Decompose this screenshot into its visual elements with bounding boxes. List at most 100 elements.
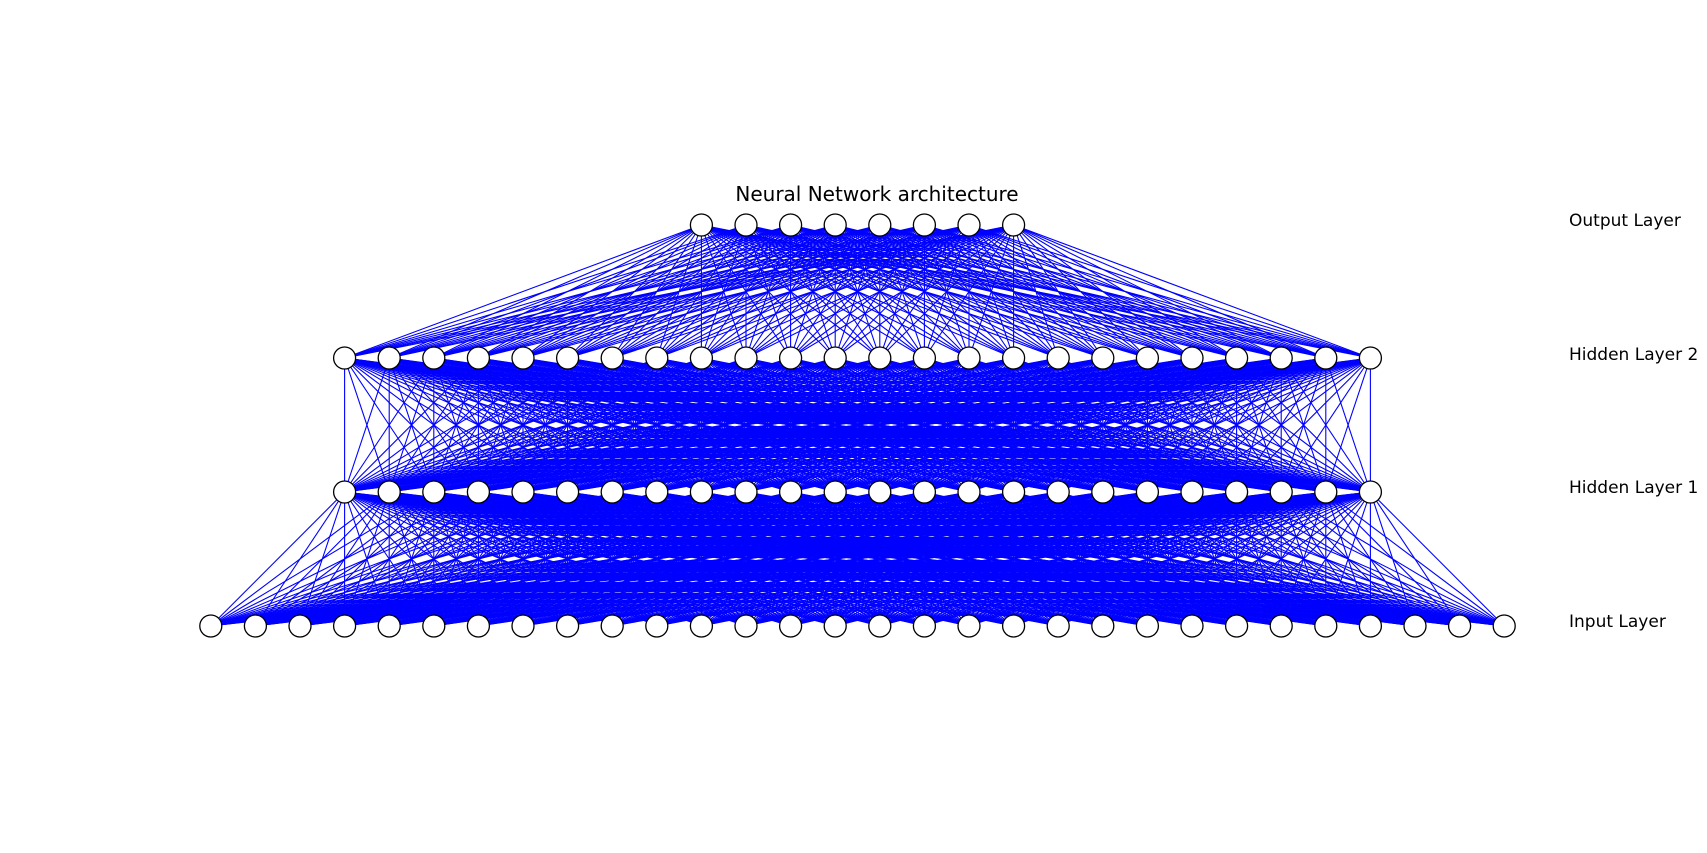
connection-edge <box>344 357 970 493</box>
connection-edge <box>700 224 747 359</box>
connection-edge <box>433 224 702 359</box>
neuron-hidden-1 <box>466 480 491 504</box>
connection-edge <box>344 357 1103 493</box>
neuron-hidden-2 <box>422 346 446 370</box>
connection-edge <box>567 224 702 359</box>
connection-edge <box>1058 491 1505 627</box>
connection-edge <box>1280 357 1371 493</box>
neuron-output <box>1001 213 1026 237</box>
connection-edge <box>611 224 702 359</box>
neuron-input <box>1046 614 1070 638</box>
connection-edge <box>344 491 880 627</box>
neuron-input <box>689 614 714 638</box>
connection-edge <box>701 224 925 359</box>
connection-edge <box>522 357 1371 493</box>
connection-edge <box>879 491 1505 627</box>
connection-edge <box>344 357 658 493</box>
layer-label-hidden-2: Hidden Layer 2 <box>1569 345 1698 365</box>
connection-edge <box>701 224 1103 359</box>
connection-edge <box>344 491 1505 627</box>
connection-edge <box>790 224 1371 359</box>
neuron-input <box>912 614 937 638</box>
connection-edge <box>299 491 346 627</box>
connection-edge <box>344 491 836 627</box>
neuron-hidden-1 <box>1314 480 1338 504</box>
neuron-hidden-1 <box>957 480 981 504</box>
connection-edge <box>344 491 1193 627</box>
connection-edge <box>924 224 1371 359</box>
connection-edge <box>344 357 1148 493</box>
connection-edge <box>344 491 1416 627</box>
connection-edge <box>344 491 702 627</box>
neuron-hidden-2 <box>689 346 714 370</box>
connection-edge <box>656 357 1371 493</box>
connection-edge <box>344 491 1103 627</box>
diagram-title: Neural Network architecture <box>735 182 1018 206</box>
connection-edge <box>701 357 1371 493</box>
connection-edge <box>478 491 1505 627</box>
neuron-hidden-2 <box>332 346 357 370</box>
connection-edge <box>344 357 1326 493</box>
connection-edge <box>344 491 1148 627</box>
neuron-hidden-1 <box>1091 480 1115 504</box>
layer-label-hidden-1: Hidden Layer 1 <box>1569 478 1698 498</box>
neuron-hidden-2 <box>555 346 580 370</box>
neuron-hidden-2 <box>1135 346 1160 370</box>
connection-edge <box>344 491 524 627</box>
connection-edge <box>344 357 1193 493</box>
connection-edge <box>1013 357 1371 493</box>
neuron-hidden-2 <box>778 346 803 370</box>
connection-edge <box>344 357 613 493</box>
connection-edge <box>344 491 1059 627</box>
connection-edge <box>389 357 1371 493</box>
neuron-input <box>1447 614 1472 638</box>
neuron-input <box>466 614 491 638</box>
neuron-input <box>555 614 580 638</box>
connection-edge <box>389 491 1505 627</box>
connection-edge <box>745 357 1371 493</box>
neuron-input <box>332 614 357 638</box>
connection-edge <box>344 357 435 493</box>
neuron-hidden-2 <box>377 346 401 370</box>
connection-edge <box>790 491 1505 627</box>
neuron-input <box>1269 614 1293 638</box>
neuron-hidden-1 <box>868 480 892 504</box>
neuron-hidden-2 <box>912 346 937 370</box>
layer-label-input: Input Layer <box>1569 612 1666 632</box>
connection-edge <box>924 491 1505 627</box>
connection-edge <box>344 491 479 627</box>
connection-edge <box>344 357 479 493</box>
connection-edge <box>1280 491 1505 627</box>
neuron-hidden-2 <box>511 346 535 370</box>
connection-edge <box>1147 357 1371 493</box>
neuron-hidden-2 <box>1314 346 1338 370</box>
connection-edge <box>701 224 836 359</box>
connection-edge <box>701 491 1505 627</box>
neuron-input <box>645 614 669 638</box>
neuron-hidden-2 <box>600 346 624 370</box>
neuron-input <box>1180 614 1204 638</box>
connection-edge <box>701 224 1059 359</box>
neuron-hidden-1 <box>1180 480 1204 504</box>
connection-edge <box>656 491 1505 627</box>
neuron-input <box>1358 614 1383 638</box>
edges-input-to-hidden-1 <box>210 491 1505 627</box>
connection-edge <box>344 491 1282 627</box>
connection-edge <box>1191 357 1371 493</box>
connection-edge <box>344 357 568 493</box>
neuron-hidden-1 <box>1135 480 1160 504</box>
neuron-input <box>600 614 624 638</box>
connection-edges <box>210 224 1505 627</box>
neuron-hidden-1 <box>555 480 580 504</box>
connection-edge <box>522 224 702 359</box>
connection-edge <box>567 357 1371 493</box>
neuron-hidden-2 <box>1180 346 1204 370</box>
connection-edge <box>344 357 524 493</box>
neuron-hidden-1 <box>912 480 937 504</box>
connection-edge <box>701 224 1148 359</box>
connection-edge <box>745 224 1371 359</box>
connection-edge <box>344 491 970 627</box>
connection-edge <box>344 357 1282 493</box>
edges-hidden-2-to-output <box>344 224 1371 359</box>
neuron-input <box>1135 614 1160 638</box>
